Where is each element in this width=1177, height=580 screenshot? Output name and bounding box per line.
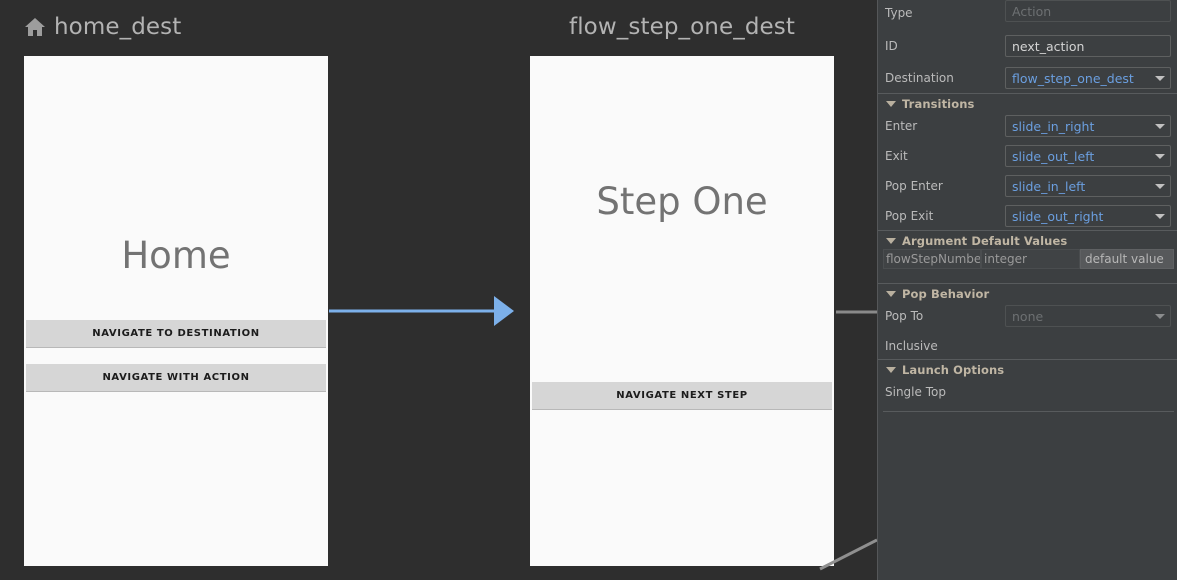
attributes-panel[interactable]: Type Action ID next_action Destination f… [877, 0, 1177, 580]
pop-to-placeholder: none [1012, 308, 1044, 324]
exit-transition-dropdown[interactable]: slide_out_left [1005, 145, 1171, 167]
pop-enter-transition-value: slide_in_left [1012, 178, 1086, 194]
property-row-id: ID next_action [878, 31, 1177, 61]
preview-button-navigate-next-step[interactable]: NAVIGATE NEXT STEP [532, 382, 832, 410]
destination-title-home-dest: home_dest [24, 8, 181, 46]
preview-label-home: Home [121, 234, 231, 277]
property-row-exit: Exit slide_out_left [878, 141, 1177, 171]
section-title-transitions: Transitions [902, 97, 975, 111]
property-label-id: ID [885, 39, 898, 53]
destination-title-label: home_dest [54, 14, 182, 40]
section-title-launch-options: Launch Options [902, 363, 1005, 377]
pop-exit-transition-dropdown[interactable]: slide_out_right [1005, 205, 1171, 227]
preview-button-navigate-to-destination[interactable]: NAVIGATE TO DESTINATION [26, 320, 326, 348]
chevron-down-icon [1155, 314, 1165, 319]
chevron-down-icon [886, 238, 896, 244]
property-row-pop-enter: Pop Enter slide_in_left [878, 171, 1177, 201]
section-header-launch-options[interactable]: Launch Options [878, 359, 1177, 380]
id-input[interactable]: next_action [1005, 35, 1171, 57]
destination-title-label: flow_step_one_dest [569, 14, 795, 40]
property-row-single-top: Single Top [878, 377, 1177, 407]
destination-flow-step-one-dest[interactable]: flow_step_one_dest Step One NAVIGATE NEX… [530, 0, 834, 566]
preview-button-navigate-with-action[interactable]: NAVIGATE WITH ACTION [26, 364, 326, 392]
chevron-down-icon [1155, 76, 1165, 81]
pop-exit-transition-value: slide_out_right [1012, 208, 1104, 224]
section-header-transitions[interactable]: Transitions [878, 93, 1177, 114]
chevron-down-icon [1155, 124, 1165, 129]
chevron-down-icon [886, 291, 896, 297]
chevron-down-icon [1155, 214, 1165, 219]
chevron-down-icon [1155, 184, 1165, 189]
property-label-single-top: Single Top [885, 385, 946, 399]
exit-transition-value: slide_out_left [1012, 148, 1095, 164]
property-label-destination: Destination [885, 71, 954, 85]
property-label-inclusive: Inclusive [885, 339, 938, 353]
home-icon [24, 17, 46, 37]
property-row-type: Type Action [878, 0, 1177, 28]
property-row-destination: Destination flow_step_one_dest [878, 63, 1177, 93]
connection-home-to-flow-step-one[interactable] [329, 296, 514, 326]
property-row-pop-to: Pop To none [878, 301, 1177, 331]
section-title-pop-behavior: Pop Behavior [902, 287, 990, 301]
section-header-argument-default-values[interactable]: Argument Default Values [878, 230, 1177, 251]
argument-default-value-cell[interactable]: default value [1080, 249, 1174, 269]
preview-home-dest[interactable]: Home NAVIGATE TO DESTINATION NAVIGATE WI… [24, 56, 328, 566]
property-label-pop-to: Pop To [885, 309, 924, 323]
destination-dropdown-value: flow_step_one_dest [1012, 70, 1134, 86]
destination-title-flow-step-one-dest: flow_step_one_dest [530, 8, 834, 46]
id-input-value: next_action [1012, 38, 1085, 54]
preview-label-step-one: Step One [596, 180, 768, 223]
chevron-down-icon [886, 367, 896, 373]
property-row-pop-exit: Pop Exit slide_out_right [878, 201, 1177, 231]
panel-bottom-divider [883, 411, 1174, 412]
section-header-pop-behavior[interactable]: Pop Behavior [878, 283, 1177, 304]
argument-type-cell[interactable]: integer [981, 249, 1080, 269]
chevron-down-icon [886, 101, 896, 107]
enter-transition-dropdown[interactable]: slide_in_right [1005, 115, 1171, 137]
property-row-enter: Enter slide_in_right [878, 111, 1177, 141]
argument-defaults-table[interactable]: flowStepNumbe integer default value [883, 249, 1174, 269]
property-label-exit: Exit [885, 149, 908, 163]
property-label-pop-enter: Pop Enter [885, 179, 943, 193]
destination-dropdown[interactable]: flow_step_one_dest [1005, 67, 1171, 89]
argument-name-cell[interactable]: flowStepNumbe [883, 249, 981, 269]
property-label-enter: Enter [885, 119, 918, 133]
type-field-placeholder: Action [1012, 3, 1052, 19]
destination-home-dest[interactable]: home_dest Home NAVIGATE TO DESTINATION N… [24, 0, 328, 566]
property-label-pop-exit: Pop Exit [885, 209, 934, 223]
property-row-inclusive: Inclusive [878, 331, 1177, 361]
chevron-down-icon [1155, 154, 1165, 159]
property-label-type: Type [885, 6, 913, 20]
pop-enter-transition-dropdown[interactable]: slide_in_left [1005, 175, 1171, 197]
section-title-argument-default-values: Argument Default Values [902, 234, 1068, 248]
navigation-canvas[interactable]: home_dest Home NAVIGATE TO DESTINATION N… [0, 0, 877, 580]
pop-to-dropdown[interactable]: none [1005, 305, 1171, 327]
type-field: Action [1005, 0, 1171, 22]
enter-transition-value: slide_in_right [1012, 118, 1095, 134]
preview-flow-step-one-dest[interactable]: Step One NAVIGATE NEXT STEP [530, 56, 834, 566]
